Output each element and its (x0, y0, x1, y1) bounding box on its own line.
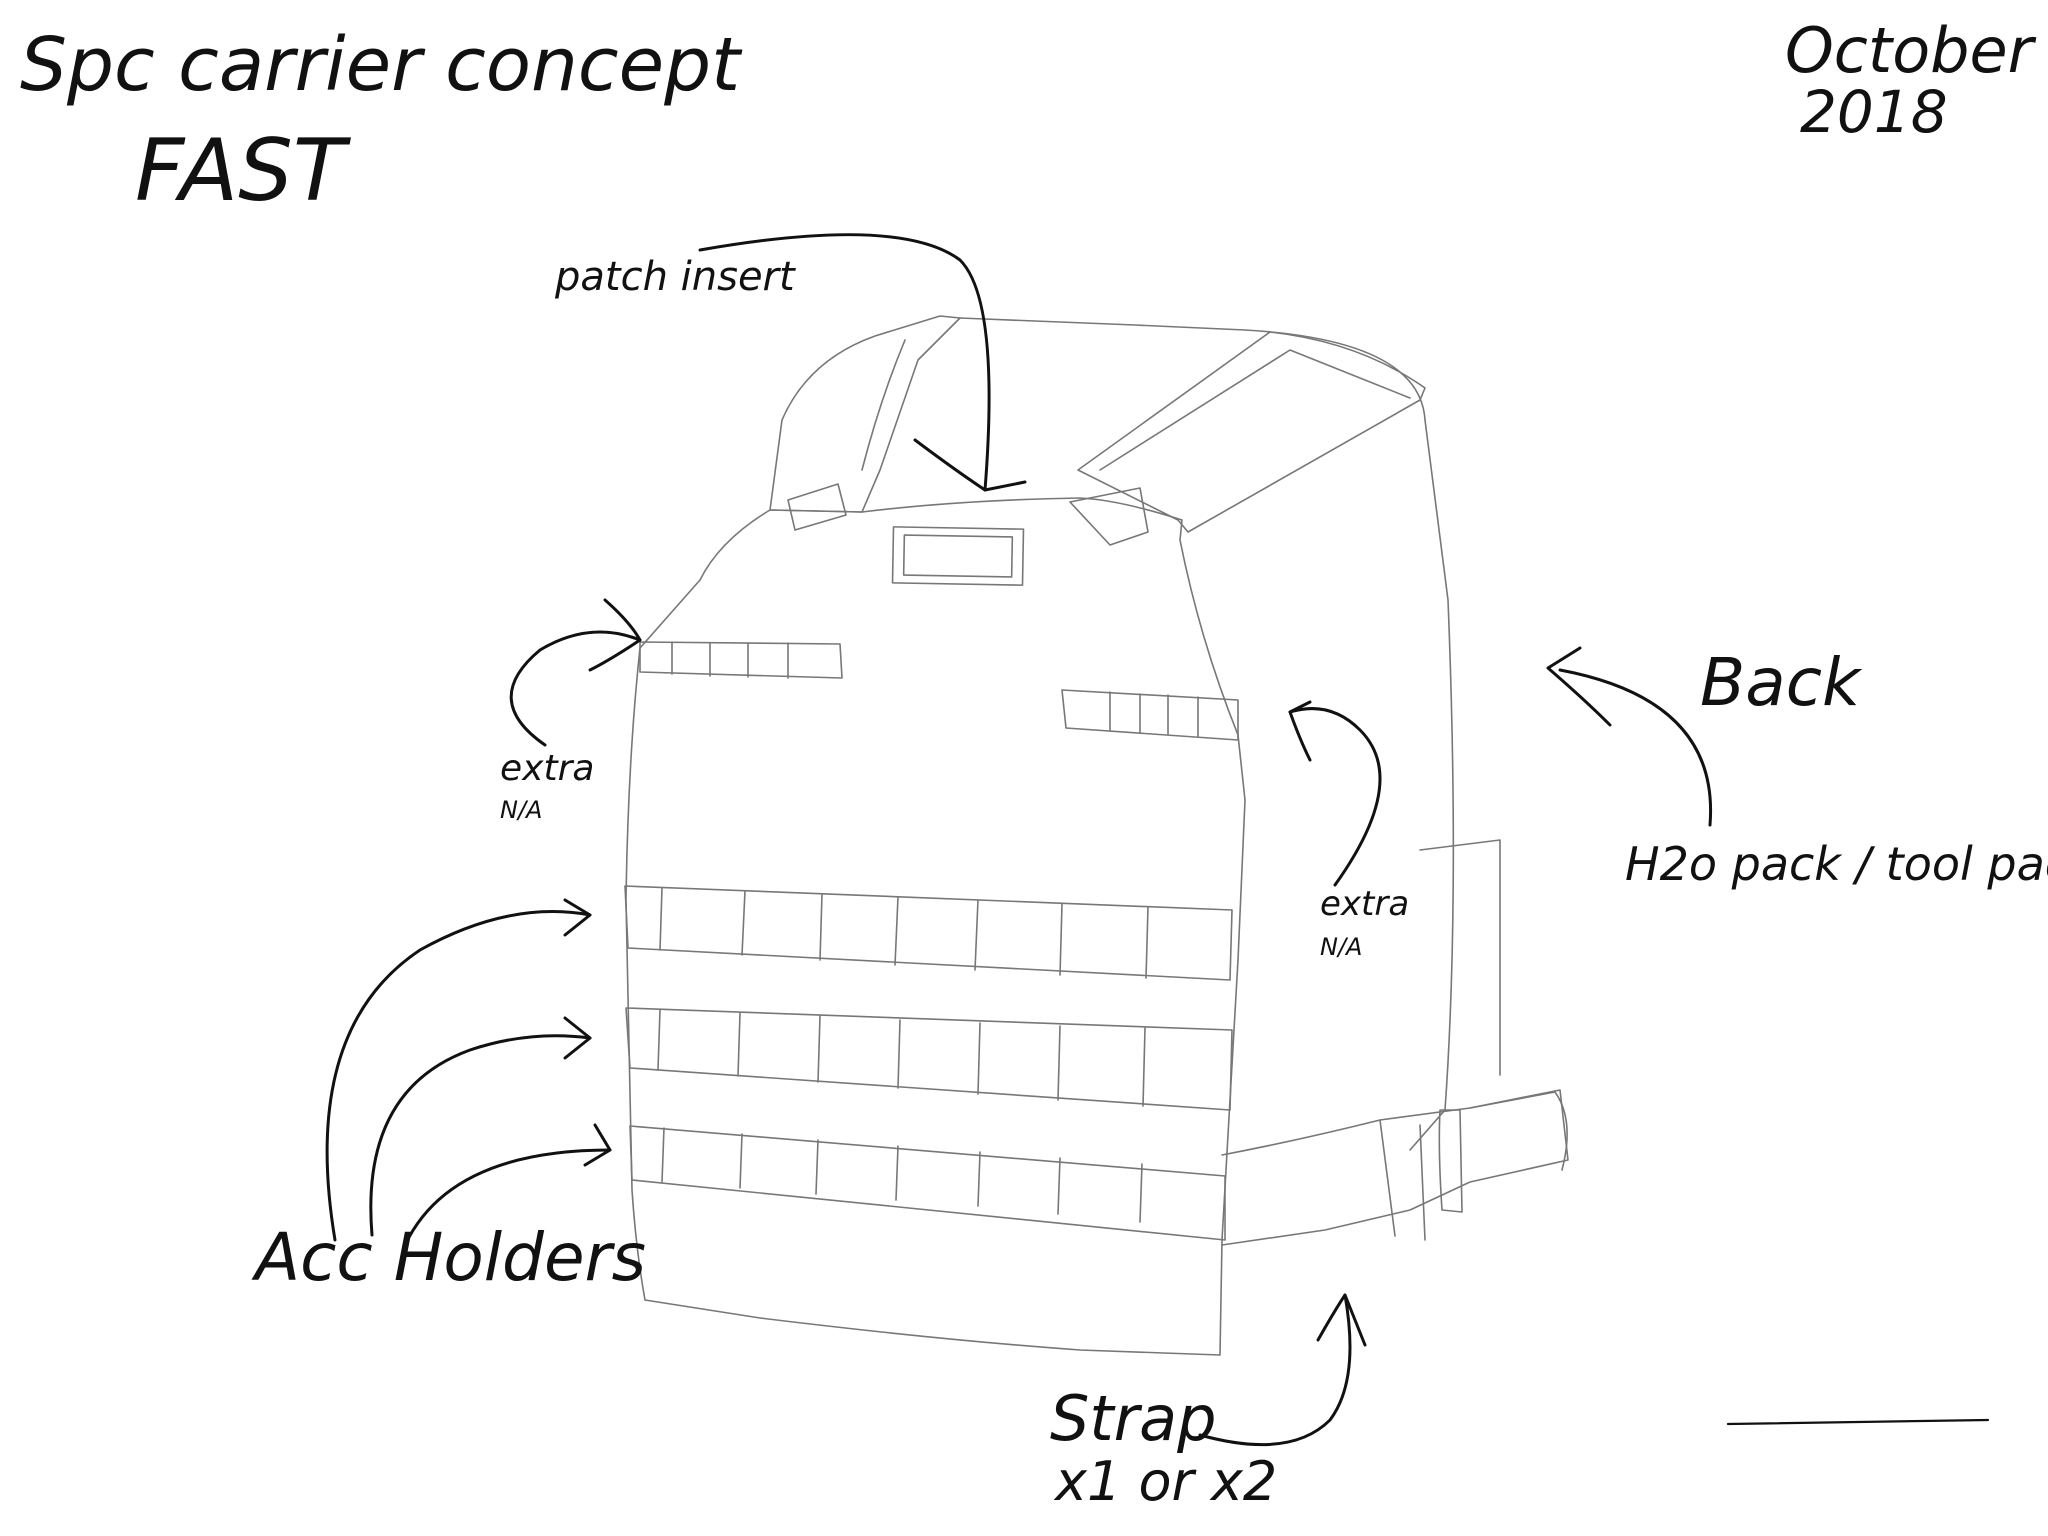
extra-left-label: extra (500, 748, 594, 789)
right-shoulder-strap (1077, 331, 1426, 533)
strap-sub-label: x1 or x2 (1053, 1450, 1277, 1513)
molle-row-3 (629, 1125, 1226, 1241)
sketch-date-year: 2018 (1800, 78, 1948, 146)
patch-insert-arrow (698, 233, 1027, 492)
upper-left-webbing (639, 641, 843, 679)
acc-holders-label: Acc Holders (251, 1219, 646, 1296)
sketch-title: Spc carrier concept (20, 22, 743, 108)
upper-right-webbing (1061, 689, 1239, 741)
sketch-date: October 5 (1785, 14, 2048, 87)
left-strap-buckle (787, 483, 847, 531)
left-shoulder-strap (769, 315, 961, 513)
molle-row-1 (624, 885, 1233, 981)
right-strap-buckle (1069, 487, 1149, 546)
back-sub-label: H2o pack / tool pack (1625, 837, 2048, 891)
vest-back-panel (959, 317, 1455, 1151)
sketch-subtitle: FAST (135, 121, 352, 221)
side-strap (1221, 839, 1569, 1246)
vest-front-panel (625, 497, 1246, 1356)
extra-left-arrow (509, 598, 642, 747)
molle-row-2 (625, 1007, 1233, 1111)
patch-insert-label: patch insert (554, 254, 796, 300)
strap-label: Strap (1050, 1382, 1217, 1455)
acc-holders-arrows (325, 898, 612, 1247)
patch-insert-slot (891, 526, 1025, 586)
extra-right-label: extra (1320, 884, 1409, 924)
vest-drawing (624, 315, 1569, 1356)
strap-arrow (1198, 1293, 1367, 1447)
signature-line (1726, 1418, 1990, 1426)
back-arrow (1546, 646, 1713, 827)
extra-right-arrow (1288, 700, 1382, 887)
extra-right-sub: N/A (1320, 933, 1362, 961)
back-label: Back (1700, 644, 1863, 721)
extra-left-sub: N/A (500, 796, 542, 824)
